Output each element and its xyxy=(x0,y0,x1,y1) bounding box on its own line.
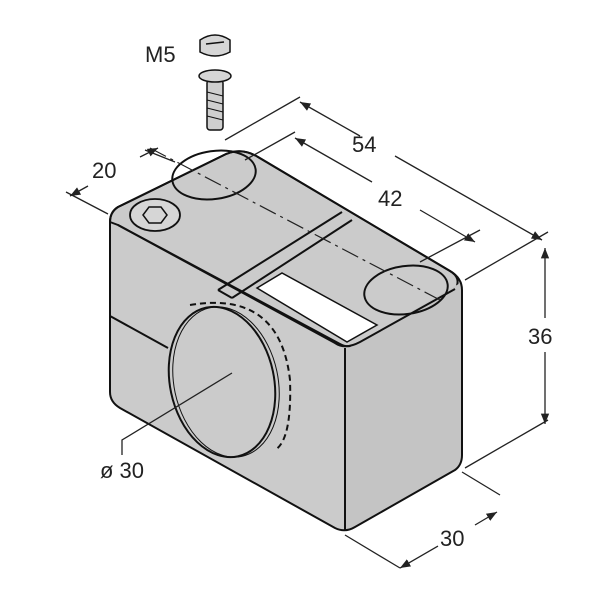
dim-42: 42 xyxy=(378,186,402,211)
bore xyxy=(167,305,277,459)
m5-screw xyxy=(198,34,232,131)
dim-30-depth: 30 xyxy=(440,526,464,551)
screw-label: M5 xyxy=(145,42,176,67)
dim-20: 20 xyxy=(92,158,116,183)
dim-bore: ø 30 xyxy=(100,458,144,483)
slot-left xyxy=(171,149,257,201)
slot-right xyxy=(363,264,449,316)
clamp-body xyxy=(109,149,463,532)
dimensions xyxy=(65,96,550,569)
dim-54: 54 xyxy=(352,132,376,157)
dim-36: 36 xyxy=(528,324,552,349)
sensor-window xyxy=(255,272,379,343)
